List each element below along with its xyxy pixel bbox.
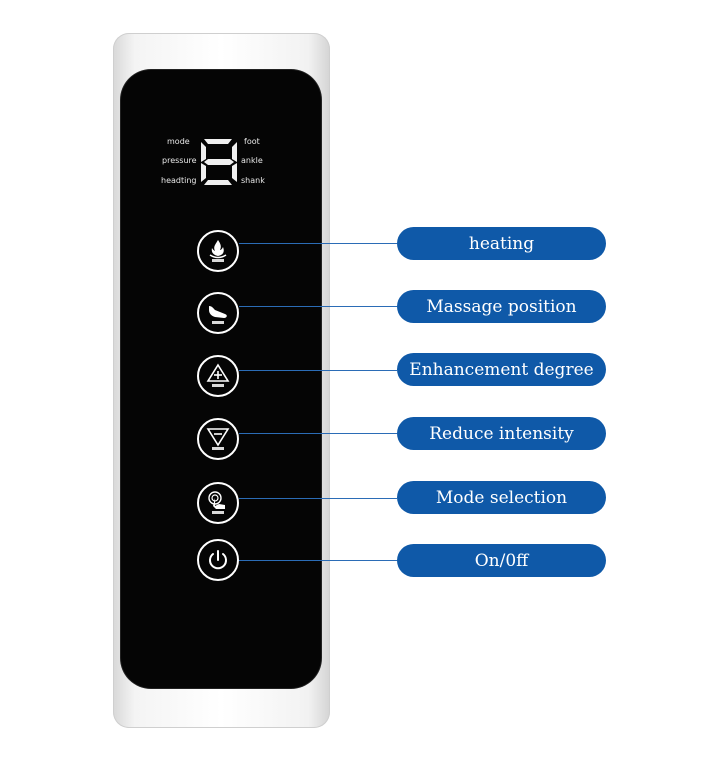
enhancement-degree-button[interactable] xyxy=(197,355,239,397)
reduce-intensity-button[interactable] xyxy=(197,418,239,460)
display-label-ankle: ankle xyxy=(241,156,263,165)
connector-line-reduce-intensity xyxy=(239,433,397,434)
display-label-mode: mode xyxy=(167,137,190,146)
display-label-shank: shank xyxy=(241,176,265,185)
heating-button[interactable] xyxy=(197,230,239,272)
caption-enhancement-degree: Enhancement degree xyxy=(397,353,606,386)
connector-line-mode-selection xyxy=(239,498,397,499)
flame-icon xyxy=(209,240,227,262)
triangle-up-plus-icon xyxy=(206,363,230,387)
power-icon xyxy=(209,550,227,570)
mode-selection-button[interactable] xyxy=(197,482,239,524)
caption-on-off: On/0ff xyxy=(397,544,606,577)
triangle-down-minus-icon xyxy=(206,428,230,450)
massage-position-button[interactable] xyxy=(197,292,239,334)
caption-heating: heating xyxy=(397,227,606,260)
display-label-pressure: pressure xyxy=(162,156,197,165)
display-label-foot: foot xyxy=(244,137,260,146)
connector-line-enhancement-degree xyxy=(239,370,397,371)
connector-line-heating xyxy=(239,243,397,244)
caption-reduce-intensity: Reduce intensity xyxy=(397,417,606,450)
connector-line-massage-position xyxy=(239,306,397,307)
touch-hand-icon xyxy=(208,491,225,514)
caption-massage-position: Massage position xyxy=(397,290,606,323)
caption-mode-selection: Mode selection xyxy=(397,481,606,514)
connector-line-on-off xyxy=(239,560,397,561)
foot-icon xyxy=(209,306,227,324)
power-button[interactable] xyxy=(197,539,239,581)
display-label-heating: headting xyxy=(161,176,197,185)
seven-segment-digit xyxy=(201,139,237,185)
